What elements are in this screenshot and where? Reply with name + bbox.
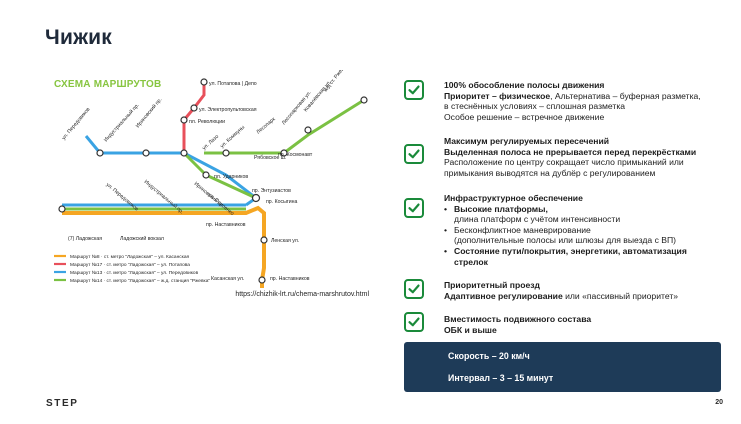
- slide-title: Чижик: [45, 26, 112, 49]
- legend-17: Маршрут №17 · ст. метро "Ладожская" – ул…: [70, 262, 190, 268]
- label-entuziastov: пр. Энтузиастов: [252, 188, 291, 194]
- feature-line: Адаптивное регулирование или «пассивный …: [444, 291, 724, 302]
- label-potapova: ул. Потапова | Депо: [209, 81, 257, 87]
- bullet-item: Бесконфликтное маневрирование: [444, 225, 724, 236]
- station-ladozhskaya: [58, 205, 66, 213]
- bullet-item: Состояние пути/покрытия, энергетики, авт…: [444, 246, 724, 257]
- route-map-graphic: ул. Потапова | Депо ул. Электропультовск…: [54, 70, 368, 288]
- page-number: 20: [715, 399, 723, 406]
- label-kasanskaya: Касанская ул.: [211, 276, 244, 282]
- label-lesnye: Лесопарк: [255, 116, 277, 136]
- station-peredovikov: [96, 149, 104, 157]
- label-industrialnyy: Индустриальный пр.: [102, 102, 140, 144]
- feature-line: Особое решение – встречное движение: [444, 111, 605, 122]
- brand-logo: STEP: [46, 398, 79, 409]
- map-heading: СХЕМА МАРШРУТОВ: [54, 79, 162, 90]
- feature-capacity: Вместимость подвижного состава ОБК и выш…: [444, 314, 724, 335]
- label-lenskaya: Ленская ул.: [271, 238, 299, 244]
- check-icon: [404, 144, 424, 164]
- feature-line: Приоритет – физическое, Альтернатива – б…: [444, 91, 724, 102]
- feature-line: Расположение по центру сокращает число п…: [444, 157, 684, 168]
- check-icon: [404, 80, 424, 100]
- check-icon: [404, 312, 424, 332]
- label-ryabovskoe: Рябовское ш.: [254, 155, 286, 161]
- bullet-item: Высокие платформы,: [444, 204, 724, 215]
- label-irinovskiy: Ириновский пр.: [134, 96, 163, 129]
- metric-interval: Интервал – 3 – 15 минут: [448, 373, 554, 383]
- feature-line-rest: или «пассивный приоритет»: [562, 290, 679, 301]
- label-nastavnikov1: пр. Наставников: [206, 222, 246, 228]
- bullet-sub: (дополнительные полосы или шлюзы для вые…: [454, 235, 677, 246]
- feature-lane-isolation: 100% обособление полосы движения Приорит…: [444, 80, 724, 122]
- feature-line: в стеснённых условиях – сплошная разметк…: [444, 101, 626, 112]
- metrics-panel: Скорость – 20 км/ч Интервал – 3 – 15 мин…: [404, 342, 721, 392]
- feature-line: Выделенная полоса не прерывается перед п…: [444, 146, 697, 157]
- feature-line: ОБК и выше: [444, 324, 497, 335]
- feature-intersections: Максимум регулируемых пересечений Выделе…: [444, 136, 724, 178]
- feature-line-rest: , Альтернатива – буферная разметка,: [550, 90, 701, 101]
- feature-title: 100% обособление полосы движения: [444, 80, 605, 90]
- metric-speed: Скорость – 20 км/ч: [448, 351, 530, 361]
- station-ryabovskoe: [280, 149, 288, 157]
- feature-title: Вместимость подвижного состава: [444, 314, 592, 324]
- station-kosygina: [251, 193, 261, 203]
- check-icon: [404, 198, 424, 218]
- label-elektro: ул. Электропультовская: [199, 107, 257, 113]
- check-icon: [404, 279, 424, 299]
- label-kommuny: ул. Коммуны: [219, 124, 246, 149]
- legend-14: Маршрут №14 · ст. метро "Ладожская" – ж.…: [70, 278, 210, 284]
- feature-bullets: Высокие платформы, длина платформ с учёт…: [444, 204, 724, 268]
- map-url[interactable]: https://chizhik-lrt.ru/chema-marshrutov.…: [235, 291, 369, 298]
- label-nastavnikov2: пр. Наставников: [270, 276, 310, 282]
- station-potapova: [200, 78, 208, 86]
- route-14-branch: [204, 98, 365, 155]
- feature-infrastructure: Инфраструктурное обеспечение Высокие пла…: [444, 193, 724, 267]
- label-ladozhskaya: (7) Ладожская: [68, 236, 102, 242]
- station-revolution: [180, 116, 188, 124]
- feature-line: примыкания выводятся на дублёр с регулир…: [444, 167, 656, 178]
- feature-title: Приоритетный проезд: [444, 280, 540, 290]
- label-revolution: пл. Революции: [189, 119, 225, 125]
- feature-line-bold: Адаптивное регулирование: [444, 290, 563, 301]
- legend-13: Маршрут №13 · ст. метро "Ладожская" – ул…: [70, 270, 199, 276]
- station-node: [180, 149, 188, 157]
- station-kommuny: [222, 149, 230, 157]
- feature-priority: Приоритетный проезд Адаптивное регулиров…: [444, 280, 724, 301]
- station-lesopark: [304, 126, 312, 134]
- label-ladozh-vokzal: Ладожский вокзал: [120, 235, 164, 242]
- label-lazo: ул. Лазо: [201, 134, 220, 152]
- station-rzhevka: [360, 96, 368, 104]
- bullet-sub: длина платформ с учётом интенсивности: [454, 214, 621, 225]
- feature-line-bold: Приоритет – физическое: [444, 90, 551, 101]
- feature-title: Максимум регулируемых пересечений: [444, 136, 610, 146]
- bullet-sub: стрелок: [454, 256, 488, 267]
- station-nastavnikov: [258, 276, 266, 284]
- station-industrial: [142, 149, 150, 157]
- route-17-branch: [182, 82, 206, 153]
- station-udarnaya: [202, 171, 210, 179]
- route-map: ул. Потапова | Депо ул. Электропультовск…: [46, 70, 377, 316]
- station-elektro: [190, 104, 198, 112]
- label-kosmos: пр. Космонавт: [278, 152, 313, 158]
- feature-title: Инфраструктурное обеспечение: [444, 193, 583, 203]
- station-lenskaya: [260, 236, 268, 244]
- label-kosygina: пр. Косыгина: [266, 199, 297, 205]
- legend-8: Маршрут №8 · ст. метро "Ладожская" – ул.…: [70, 254, 190, 260]
- label-udarnaya: пл. Ударников: [214, 174, 248, 180]
- route-13-branch: [84, 135, 259, 207]
